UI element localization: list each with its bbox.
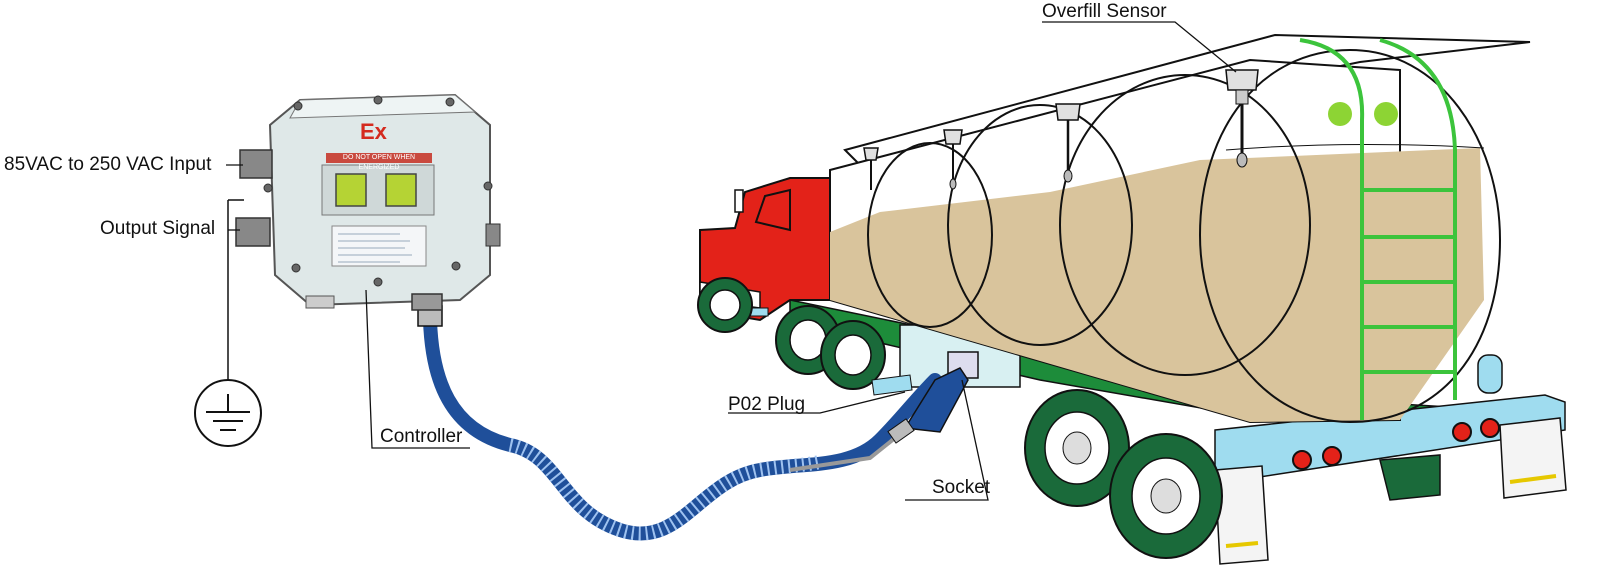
input-label: 85VAC to 250 VAC Input <box>4 154 212 175</box>
tank-indicator-light <box>1328 102 1352 126</box>
plug-label: P02 Plug <box>728 394 806 415</box>
output-label: Output Signal <box>100 218 216 239</box>
overfill-sensor <box>1055 103 1081 183</box>
ground-symbol-icon <box>194 199 262 447</box>
tail-light <box>1452 422 1472 442</box>
tank-ring <box>867 142 993 328</box>
cable-gland <box>239 149 273 179</box>
controller-box <box>235 93 501 311</box>
tanker-truck <box>697 33 1567 565</box>
wheel <box>820 320 886 390</box>
controller-label: Controller <box>380 426 463 447</box>
sensor-label: Overfill Sensor <box>1042 1 1167 22</box>
coiled-cable <box>417 305 969 541</box>
tank-indicator-light <box>1374 102 1398 126</box>
overfill-sensor <box>863 147 879 190</box>
mud-flap-left <box>1214 465 1269 565</box>
tank-liquid <box>830 148 1484 422</box>
overfill-sensor-main <box>1225 69 1259 168</box>
tail-light <box>1292 450 1312 470</box>
warning-text: DO NOT OPEN WHEN ENERGIZED <box>342 154 416 171</box>
warning-plate <box>326 153 432 163</box>
mud-flap-right <box>1499 417 1567 499</box>
ex-mark: Ex <box>360 119 387 144</box>
tank-end-cap <box>1198 48 1502 424</box>
overfill-sensor <box>943 129 963 190</box>
tail-light <box>1480 418 1500 438</box>
socket-label: Socket <box>932 477 991 498</box>
wheel <box>1109 433 1223 559</box>
wheel <box>697 277 753 333</box>
indicator-window-icon <box>385 173 417 207</box>
tank-ladder <box>1299 38 1457 420</box>
tail-light <box>1322 446 1342 466</box>
indicator-window-icon <box>335 173 367 207</box>
wheel <box>1024 389 1130 507</box>
cable-gland <box>235 217 271 247</box>
nameplate <box>331 225 427 267</box>
tank-ring <box>1059 74 1311 376</box>
cable-gland <box>485 223 501 247</box>
tank-ring <box>947 104 1133 346</box>
p02-plug <box>903 367 969 433</box>
cable-gland <box>411 293 443 311</box>
cab-window <box>754 188 791 232</box>
leader-lines <box>226 21 1237 501</box>
